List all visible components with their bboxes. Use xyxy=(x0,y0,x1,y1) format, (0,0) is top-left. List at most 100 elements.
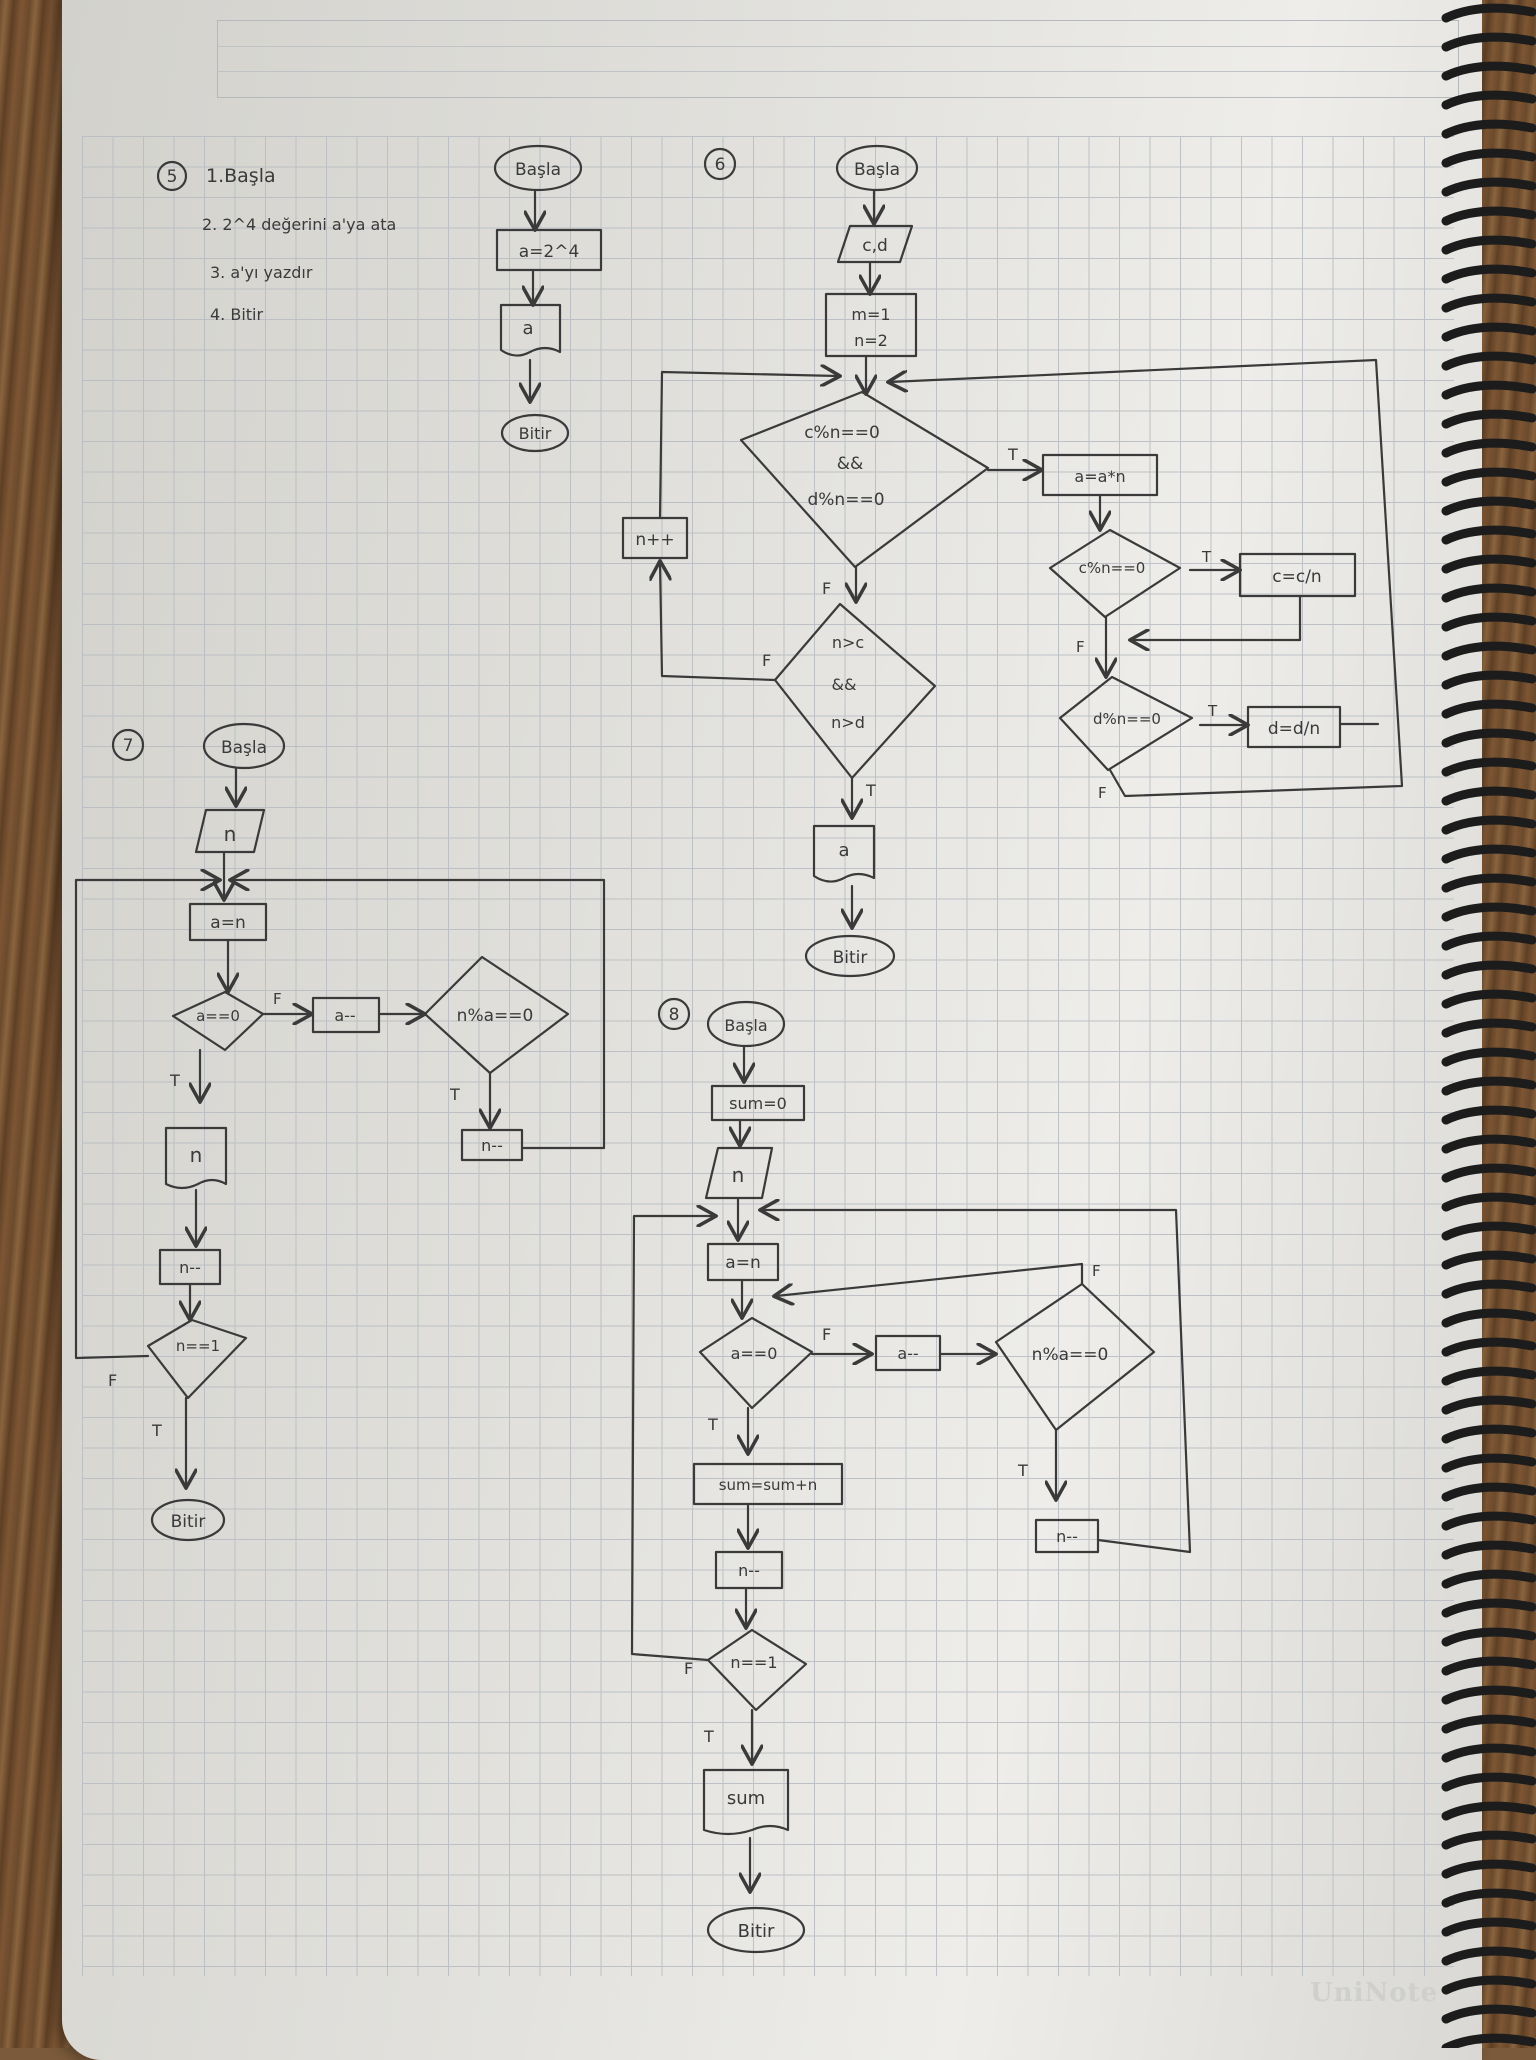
s8-init-box xyxy=(710,1084,806,1122)
spiral-coil xyxy=(1441,1279,1536,1299)
s6-label-f4: F xyxy=(762,651,771,670)
spiral-coil xyxy=(1441,206,1536,226)
s6-output-label: a xyxy=(838,840,849,861)
spiral-coil xyxy=(1441,1192,1536,1212)
s7-input-parallelogram xyxy=(194,808,266,854)
section-5: 5 1.Başla 2. 2^4 değerini a'ya ata 3. a'… xyxy=(156,144,603,453)
spiral-coil xyxy=(1441,699,1536,719)
spiral-binding xyxy=(1441,3,1536,2048)
s6-cond-d-label: d%n==0 xyxy=(1093,710,1161,728)
spiral-coil xyxy=(1441,1366,1536,1386)
s8-end-label: Bitir xyxy=(738,1921,775,1942)
s7-cond-n-diamond xyxy=(146,1318,248,1400)
s7-label-f1: F xyxy=(273,990,282,1008)
s8-label-f3: F xyxy=(684,1659,693,1678)
spiral-coil xyxy=(1441,1685,1536,1705)
s7-end-label: Bitir xyxy=(171,1512,206,1532)
s8-input-parallelogram xyxy=(704,1146,774,1200)
s8-end-terminal xyxy=(706,1906,806,1954)
spiral-coil xyxy=(1441,2004,1536,2024)
spiral-coil xyxy=(1441,1888,1536,1908)
s8-dec-a-label: a-- xyxy=(897,1344,918,1363)
s8-label-t2: T xyxy=(707,1415,718,1434)
s8-input-label: n xyxy=(732,1163,745,1187)
s6-end-terminal xyxy=(804,934,896,978)
s6-init-line-1: m=1 xyxy=(851,305,890,324)
s7-dec-n2-label: n-- xyxy=(179,1258,201,1277)
spiral-coil xyxy=(1441,177,1536,197)
s8-start-label: Başla xyxy=(724,1016,767,1035)
s6-cond2-line-1: n>c xyxy=(832,633,864,652)
spiral-coil xyxy=(1441,670,1536,690)
spiral-coil xyxy=(1441,2033,1536,2048)
spiral-coil xyxy=(1441,119,1536,139)
s8-dec-n1-box xyxy=(1034,1518,1100,1554)
s6-start-terminal xyxy=(835,144,919,192)
spiral-coil xyxy=(1441,554,1536,574)
s6-cond2-line-3: n>d xyxy=(831,713,865,732)
s8-label-f2: F xyxy=(1092,1262,1101,1280)
spiral-coil xyxy=(1441,1337,1536,1357)
spiral-coil xyxy=(1441,322,1536,342)
s7-dec-n1-label: n-- xyxy=(481,1136,503,1155)
s8-label-t3: T xyxy=(703,1727,714,1746)
section-5-step-1: 1.Başla xyxy=(206,165,276,187)
s5-end-terminal xyxy=(500,413,570,453)
s7-label-t2: T xyxy=(169,1071,180,1090)
section-6: 6 Başla c,d m=1 n=2 c%n==0 && d%n==0 T a… xyxy=(621,144,1404,978)
s8-cond-mod-label: n%a==0 xyxy=(1032,1345,1109,1365)
s7-dec-a-label: a-- xyxy=(334,1006,355,1025)
s8-dec-n2-box xyxy=(714,1550,784,1590)
spiral-coil xyxy=(1441,902,1536,922)
spiral-coil xyxy=(1441,1424,1536,1444)
spiral-coil xyxy=(1441,1395,1536,1415)
spiral-coil xyxy=(1441,148,1536,168)
s7-cond-mod-label: n%a==0 xyxy=(457,1006,534,1026)
spiral-coil xyxy=(1441,235,1536,255)
s5-assign-box xyxy=(495,228,603,272)
s8-cond-a-diamond xyxy=(698,1316,814,1410)
s6-label-f1: F xyxy=(1076,638,1085,656)
spiral-coil xyxy=(1441,873,1536,893)
s8-output-label: sum xyxy=(727,1788,765,1809)
s7-output-label: n xyxy=(190,1143,203,1167)
s8-init-label: sum=0 xyxy=(729,1094,787,1113)
spiral-coil xyxy=(1441,583,1536,603)
spiral-coil xyxy=(1441,1830,1536,1850)
page-header-box xyxy=(217,20,1459,98)
s5-end-label: Bitir xyxy=(519,424,552,443)
s6-cond-d-diamond xyxy=(1058,675,1194,772)
spiral-coil xyxy=(1441,467,1536,487)
spiral-coil xyxy=(1441,1105,1536,1125)
s7-cond-n-label: n==1 xyxy=(176,1337,220,1355)
spiral-coil xyxy=(1441,641,1536,661)
s8-cond-n-diamond xyxy=(706,1628,808,1712)
spiral-coil xyxy=(1441,438,1536,458)
section-7-number: 7 xyxy=(123,736,134,756)
s5-output-document xyxy=(499,303,562,357)
spiral-coil xyxy=(1441,757,1536,777)
s8-label-t1: T xyxy=(1017,1461,1028,1480)
s6-label-t1: T xyxy=(1007,445,1018,464)
grid-paper xyxy=(82,136,1454,1976)
spiral-coil xyxy=(1441,32,1536,52)
spiral-coil xyxy=(1441,1627,1536,1647)
spiral-coil xyxy=(1441,1656,1536,1676)
section-5-step-2: 2. 2^4 değerini a'ya ata xyxy=(202,215,396,234)
spiral-coil xyxy=(1441,1598,1536,1618)
spiral-coil xyxy=(1441,1018,1536,1038)
s8-assign-label: a=n xyxy=(725,1253,760,1273)
s6-input-parallelogram xyxy=(836,224,914,264)
spiral-coil xyxy=(1441,61,1536,81)
spiral-coil xyxy=(1441,1163,1536,1183)
s7-assign-label: a=n xyxy=(210,913,245,933)
spiral-coil xyxy=(1441,409,1536,429)
s6-div-d-box xyxy=(1246,705,1342,749)
s7-end-terminal xyxy=(150,1498,226,1542)
s6-incr-box xyxy=(621,516,689,560)
section-7: 7 Başla n a=n a==0 F a-- n%a==0 T n-- T … xyxy=(74,722,606,1542)
s8-cond-n-label: n==1 xyxy=(730,1653,777,1672)
s6-init-line-2: n=2 xyxy=(854,331,888,350)
s7-dec-n1-box xyxy=(460,1128,524,1162)
spiral-coil xyxy=(1441,380,1536,400)
